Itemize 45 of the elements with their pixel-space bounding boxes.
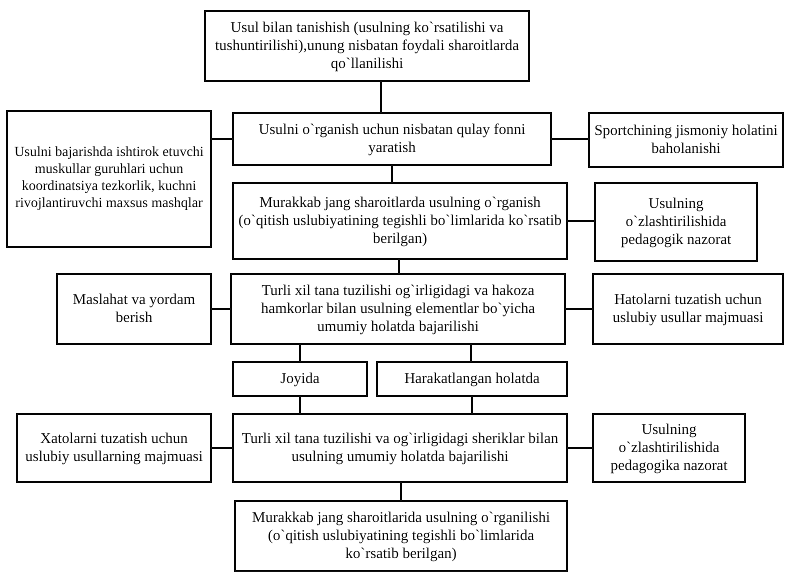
process-box: [232, 182, 568, 260]
connector-line: [212, 308, 230, 310]
connector-line: [398, 260, 400, 273]
process-box: [6, 110, 212, 248]
connector-line: [566, 308, 592, 310]
connector-line: [299, 397, 301, 413]
process-box: [592, 273, 784, 345]
box-text: Joyida: [280, 370, 320, 388]
process-box: [232, 361, 368, 397]
connector-line: [552, 138, 588, 140]
connector-line: [568, 220, 594, 222]
process-box: [588, 112, 784, 168]
box-text: Xatolarni tuzatish uchun uslubiy usullarning majmuasi: [24, 430, 204, 466]
box-text: Turli xil tana tuzilishi va og`irligidagi sheriklar bilan usulning umumiy holatda bajarilishi: [240, 430, 560, 466]
box-text: Maslahat va yordam berish: [72, 291, 196, 327]
process-box: [234, 500, 568, 572]
process-box: [232, 413, 568, 483]
process-box: [16, 413, 212, 483]
process-box: [232, 112, 552, 166]
connector-line: [380, 82, 382, 112]
box-text: Usulning o`zlashtirilishida pedagogik nazorat: [620, 195, 732, 249]
process-box: [230, 273, 566, 345]
box-text: Murakkab jang sharoitlarida usulning o`rganilishi (o`qitish uslubiyatining tegishli bo`limlarida ko`rsatib berilgan): [250, 509, 551, 563]
box-text: Usulning o`zlashtirilishida pedagogika nazorat: [609, 421, 729, 475]
process-box: [594, 182, 758, 262]
connector-line: [212, 447, 232, 449]
box-text: Turli xil tana tuzilishi og`irligidagi va hakoza hamkorlar bilan usulning elementlar bo`yicha umumiy holatda bajarilishi: [260, 282, 536, 336]
connector-line: [391, 166, 393, 182]
process-box: [376, 361, 568, 397]
box-text: Harakatlangan holatda: [404, 370, 540, 388]
box-text: Usulni o`rganish uchun nisbatan qulay fonni yaratish: [258, 121, 526, 157]
connector-line: [212, 138, 232, 140]
box-text: Sportchining jismoniy holatini baholanishi: [594, 122, 778, 158]
box-text: Usulni bajarishda ishtirok etuvchi muskullar guruhlari uchun koordinatsiya tezkorlik, kuchni rivojlantiruvchi maxsus mashqlar: [13, 145, 205, 213]
connector-line: [470, 345, 472, 361]
connector-line: [400, 483, 402, 500]
process-box: [56, 273, 212, 345]
connector-line: [471, 397, 473, 413]
box-text: Murakkab jang sharoitlarda usulning o`rganish (o`qitish uslubiyatining tegishli bo`limlarida ko`rsatib berilgan): [238, 194, 562, 248]
box-text: Usul bilan tanishish (usulning ko`rsatilishi va tushuntirilishi),unung nisbatan foydali sharoitlarda qo`llanilishi: [214, 19, 520, 73]
process-box: [204, 10, 530, 82]
box-text: Hatolarni tuzatish uchun uslubiy usullar majmuasi: [612, 291, 764, 327]
connector-line: [299, 345, 301, 361]
connector-line: [568, 447, 592, 449]
process-box: [592, 413, 746, 483]
